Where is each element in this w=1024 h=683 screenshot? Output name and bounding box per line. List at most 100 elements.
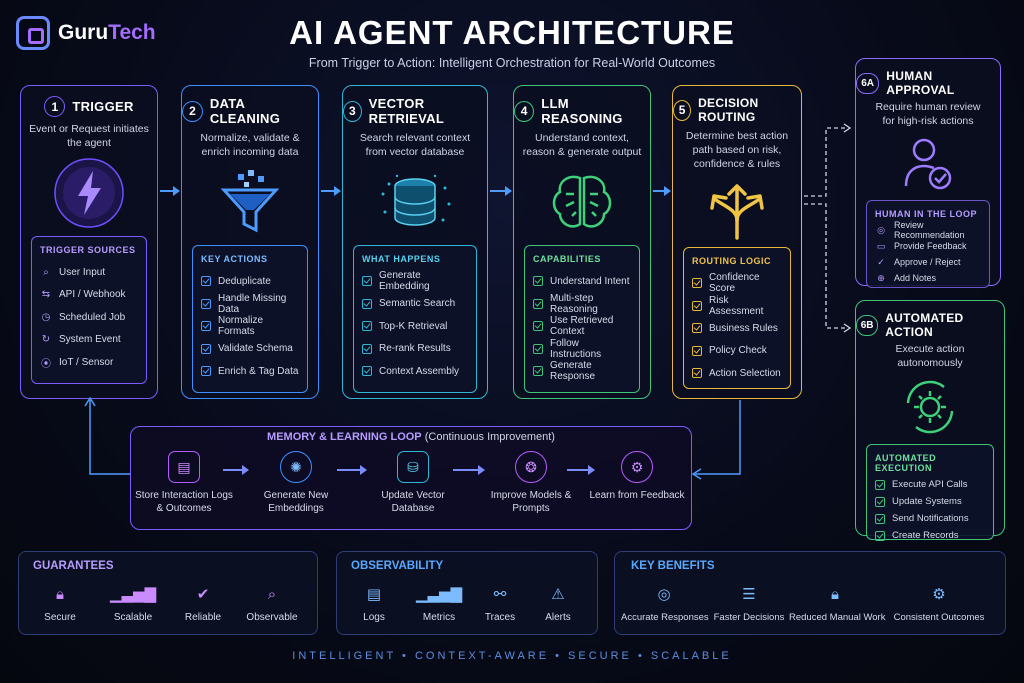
list-item: Semantic Search [362, 293, 468, 316]
magnifier-icon: ⌕ [267, 585, 277, 603]
step-description: Determine best action path based on risk… [685, 130, 789, 170]
approve-icon: ✓ [877, 256, 885, 267]
alert-triangle-icon: ⚠ [551, 586, 565, 603]
observability-panel: OBSERVABILITY ▤Logs ▁▃▅▇Metrics ⚯Traces … [336, 551, 598, 635]
padlock-icon: 🔒︎ [831, 585, 839, 603]
panel-title: GUARANTEES [33, 560, 114, 572]
list-item: Risk Assessment [692, 295, 782, 318]
page-subtitle: From Trigger to Action: Intelligent Orch… [308, 56, 716, 70]
list-item: Re-rank Results [362, 338, 468, 361]
flow-arrow [160, 186, 180, 196]
user-approval-icon [856, 128, 1000, 200]
guarantee-item: ⌕Observable [237, 582, 307, 624]
check-icon [875, 513, 885, 524]
trace-network-icon: ⚯ [493, 586, 507, 603]
embedding-network-icon: ✺ [280, 451, 312, 483]
trigger-sources-panel: TRIGGER SOURCES ⌕User Input ⇆API / Webho… [31, 236, 147, 384]
check-icon [692, 368, 702, 379]
lightning-icon [21, 150, 157, 236]
funnel-icon [182, 159, 318, 245]
list-item: Context Assembly [362, 360, 468, 383]
loop-connectors [84, 396, 741, 480]
memory-step: ▤Store Interaction Logs & Outcomes [134, 451, 234, 515]
memory-step: ❂Improve Models & Prompts [481, 451, 581, 515]
list-item: Normalize Formats [201, 315, 299, 338]
list-item: Top-K Retrieval [362, 315, 468, 338]
step-description: Search relevant context from vector data… [359, 132, 471, 158]
clock-icon: ◷ [41, 311, 51, 323]
check-icon [362, 276, 372, 287]
step-number: 5 [673, 99, 692, 121]
check-icon [533, 366, 543, 377]
gear-cycle-icon [856, 370, 1004, 444]
check-icon [362, 298, 372, 309]
list-item: Validate Schema [201, 338, 299, 361]
benefit-item: ⚙Consistent Outcomes [889, 582, 989, 623]
list-item: Use Retrieved Context [533, 315, 631, 338]
flow-arrow [337, 465, 367, 475]
lock-icon: 🔒︎ [56, 585, 64, 603]
list-item: Generate Response [533, 360, 631, 383]
brain-icon [514, 159, 650, 245]
list-item: Action Selection [692, 362, 782, 385]
routing-logic-panel: ROUTING LOGIC Confidence Score Risk Asse… [683, 247, 791, 389]
inner-title: TRIGGER SOURCES [40, 245, 136, 255]
step-description: Event or Request initiates the agent [29, 123, 149, 149]
memory-step: ⛁Update Vector Database [363, 451, 463, 515]
notes-icon: ⊕ [877, 272, 885, 283]
benefit-item: ◎Accurate Responses [621, 582, 709, 623]
check-icon [201, 366, 211, 377]
check-icon [362, 366, 372, 377]
memory-learning-loop: MEMORY & LEARNING LOOP (Continuous Impro… [130, 426, 692, 530]
capabilities-panel: CAPABILITIES Understand Intent Multi-ste… [524, 245, 640, 393]
step-title: DATA CLEANING [209, 96, 281, 126]
inner-title: ROUTING LOGIC [692, 256, 771, 266]
flow-arrow [321, 186, 341, 196]
list-item: Understand Intent [533, 270, 631, 293]
database-icon [343, 159, 487, 245]
database-gear-icon: ⛁ [397, 451, 429, 483]
list-item: ↻System Event [41, 334, 121, 346]
step-number: 6B [856, 314, 879, 336]
observability-item: ▁▃▅▇Metrics [413, 582, 465, 623]
search-icon: ⌕ [43, 266, 49, 278]
list-item: Confidence Score [692, 272, 782, 295]
page-title: AI AGENT ARCHITECTURE [289, 14, 735, 51]
panel-title: KEY BENEFITS [631, 560, 715, 572]
inner-title: HUMAN IN THE LOOP [875, 209, 977, 219]
key-actions-panel: KEY ACTIONS Deduplicate Handle Missing D… [192, 245, 308, 393]
inner-title: KEY ACTIONS [201, 254, 268, 264]
list-item: Generate Embedding [362, 270, 468, 293]
flow-arrow [490, 186, 512, 196]
observability-item: ⚯Traces [477, 582, 523, 623]
speed-list-icon: ☰ [742, 586, 756, 603]
list-item: Execute API Calls [875, 476, 985, 493]
list-item: ▭Provide Feedback [876, 240, 967, 252]
flow-arrow [653, 186, 671, 196]
log-file-icon: ▤ [366, 586, 382, 603]
logo-text-tech: Tech [108, 21, 156, 44]
footer-tagline: INTELLIGENT • CONTEXT-AWARE • SECURE • S… [292, 650, 732, 662]
feedback-gear-icon: ⚙ [621, 451, 653, 483]
check-icon [875, 496, 885, 507]
step-description: Require human review for high-risk actio… [875, 101, 981, 127]
check-icon [201, 298, 211, 309]
inner-title: AUTOMATED EXECUTION [875, 453, 937, 473]
step-description: Understand context, reason & generate ou… [522, 132, 642, 158]
guarantee-item: 🔒︎Secure [33, 582, 87, 624]
check-icon [201, 276, 211, 287]
list-item: ⦿IoT / Sensor [41, 356, 114, 370]
step-title: TRIGGER [72, 99, 134, 114]
check-circle-icon: ✔ [196, 586, 210, 603]
flow-arrow [453, 465, 485, 475]
gurutech-logo-icon [16, 16, 50, 50]
observability-item: ▤Logs [351, 582, 397, 623]
list-item: ◷Scheduled Job [41, 311, 126, 323]
key-benefits-panel: KEY BENEFITS ◎Accurate Responses ☰Faster… [614, 551, 1006, 635]
list-item: ⇆API / Webhook [41, 289, 126, 301]
inner-title: CAPABILITIES [533, 254, 601, 264]
